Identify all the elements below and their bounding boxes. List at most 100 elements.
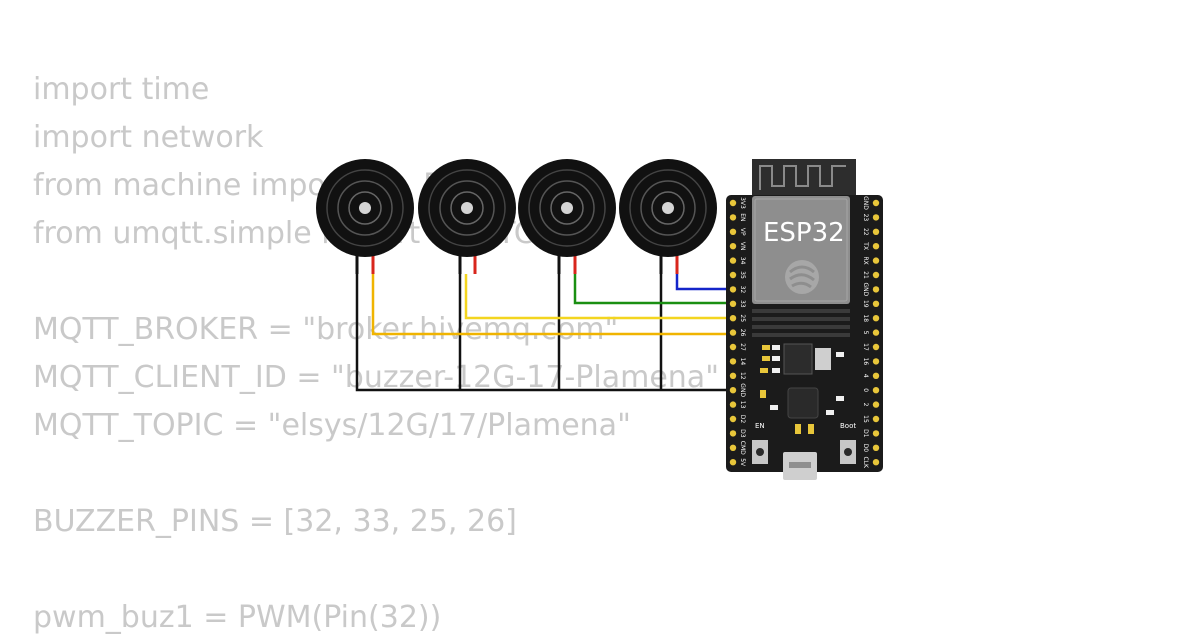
pin-label-left: 3V3 bbox=[739, 197, 746, 209]
pin-pad-right[interactable] bbox=[872, 286, 880, 293]
buzzer-1[interactable] bbox=[316, 159, 414, 274]
pin-pad-left[interactable] bbox=[729, 214, 737, 221]
pin-label-left: 13 bbox=[739, 401, 746, 409]
wire-buzzer1-signal[interactable] bbox=[371, 274, 733, 336]
pin-label-right: 4 bbox=[862, 374, 869, 378]
pin-pad-right[interactable] bbox=[872, 243, 880, 250]
wire-ground[interactable] bbox=[355, 258, 733, 392]
code-line: MQTT_TOPIC = "elsys/12G/17/Plamena" bbox=[33, 408, 631, 443]
pin-label-right: D1 bbox=[862, 429, 869, 438]
pin-label-left: CMD bbox=[739, 441, 746, 455]
pin-pad-left[interactable] bbox=[729, 401, 737, 408]
pin-label-right: 22 bbox=[862, 228, 869, 236]
code-line: BUZZER_PINS = [32, 33, 25, 26] bbox=[33, 504, 517, 539]
boot-button-label: Boot bbox=[840, 422, 856, 430]
pin-label-right: RX bbox=[862, 256, 869, 264]
pin-label-left: D2 bbox=[739, 415, 746, 424]
pin-pad-right[interactable] bbox=[872, 415, 880, 423]
pin-label-left: 26 bbox=[739, 329, 746, 337]
antenna-trace-icon bbox=[759, 165, 846, 190]
pin-label-right: 19 bbox=[862, 300, 869, 308]
pin-pad-left[interactable] bbox=[729, 199, 737, 207]
wire-buzzer3-signal[interactable] bbox=[573, 274, 733, 305]
pin-label-left: D3 bbox=[739, 429, 746, 438]
esp32-board[interactable]: ESP32 EN bbox=[726, 159, 883, 480]
pin-pad-left[interactable] bbox=[729, 343, 737, 351]
pin-label-left: 34 bbox=[739, 257, 746, 265]
pin-label-right: 2 bbox=[862, 403, 869, 407]
pin-pad-left[interactable] bbox=[729, 315, 737, 322]
wires bbox=[355, 258, 733, 392]
pin-pad-right[interactable] bbox=[872, 343, 880, 351]
pin-pad-left[interactable] bbox=[729, 329, 737, 336]
pin-label-left: 35 bbox=[739, 271, 746, 279]
pin-pad-left[interactable] bbox=[729, 415, 737, 423]
pin-pad-left[interactable] bbox=[729, 271, 737, 279]
pin-pad-right[interactable] bbox=[872, 214, 880, 221]
en-button-label: EN bbox=[755, 422, 765, 430]
pin-label-right: 23 bbox=[862, 214, 869, 222]
pin-label-right: D0 bbox=[862, 444, 869, 453]
pin-pad-right[interactable] bbox=[872, 271, 880, 279]
pin-pad-right[interactable] bbox=[872, 387, 880, 394]
code-line: pwm_buz1 = PWM(Pin(32)) bbox=[33, 600, 442, 635]
pin-pad-right[interactable] bbox=[872, 315, 880, 322]
pin-label-left: 33 bbox=[739, 300, 746, 308]
buzzer-4[interactable] bbox=[619, 159, 717, 274]
pin-pad-left[interactable] bbox=[729, 430, 737, 437]
pin-label-right: 18 bbox=[862, 314, 869, 322]
pin-label-right: TX bbox=[862, 241, 869, 250]
espressif-logo-icon bbox=[785, 260, 819, 294]
pin-pad-right[interactable] bbox=[872, 430, 880, 437]
pin-label-left: GND bbox=[739, 383, 746, 397]
pin-pad-left[interactable] bbox=[729, 372, 737, 379]
pin-label-left: 32 bbox=[739, 286, 746, 294]
pin-pad-right[interactable] bbox=[872, 459, 880, 466]
pin-label-left: 12 bbox=[739, 372, 746, 380]
pin-label-left: VN bbox=[739, 242, 746, 251]
pin-pad-right[interactable] bbox=[872, 228, 880, 235]
wire-buzzer2-signal[interactable] bbox=[464, 274, 733, 320]
pin-pad-right[interactable] bbox=[872, 329, 880, 336]
pin-pad-right[interactable] bbox=[872, 300, 880, 307]
pin-pad-left[interactable] bbox=[729, 286, 737, 293]
pin-pad-right[interactable] bbox=[872, 444, 880, 451]
pin-pad-right[interactable] bbox=[872, 257, 880, 264]
pin-label-left: 5V bbox=[739, 458, 746, 467]
buzzer-3[interactable] bbox=[518, 159, 616, 274]
pin-label-right: GND bbox=[862, 196, 869, 210]
pin-label-right: GND bbox=[862, 283, 869, 297]
pin-label-right: 0 bbox=[862, 388, 869, 392]
pin-label-left: 14 bbox=[739, 358, 746, 366]
pin-pad-right[interactable] bbox=[872, 401, 880, 408]
code-line: import time bbox=[33, 72, 210, 107]
pin-label-right: 17 bbox=[862, 343, 869, 351]
pin-pad-left[interactable] bbox=[729, 459, 737, 466]
pin-label-left: EN bbox=[739, 213, 746, 221]
pin-pad-left[interactable] bbox=[729, 300, 737, 307]
code-line: import network bbox=[33, 120, 264, 155]
pin-label-right: CLK bbox=[862, 456, 869, 469]
pin-label-left: 25 bbox=[739, 314, 746, 322]
en-button[interactable]: EN bbox=[752, 422, 768, 464]
pin-pad-left[interactable] bbox=[729, 444, 737, 451]
pin-pad-left[interactable] bbox=[729, 387, 737, 394]
pin-pad-left[interactable] bbox=[729, 358, 737, 365]
chip-label: ESP32 bbox=[763, 218, 845, 248]
pin-label-right: 21 bbox=[862, 271, 869, 279]
pin-pad-right[interactable] bbox=[872, 199, 880, 207]
buzzer-2[interactable] bbox=[418, 159, 516, 274]
pin-label-left: 27 bbox=[739, 343, 746, 351]
boot-button[interactable]: Boot bbox=[840, 422, 856, 464]
pin-pad-right[interactable] bbox=[872, 358, 880, 365]
pin-label-right: 16 bbox=[862, 358, 869, 366]
pin-label-right: 5 bbox=[862, 331, 869, 335]
pin-pad-left[interactable] bbox=[729, 257, 737, 264]
pin-pad-right[interactable] bbox=[872, 372, 880, 379]
wire-buzzer4-signal[interactable] bbox=[675, 274, 733, 291]
pin-pad-left[interactable] bbox=[729, 243, 737, 250]
pin-pad-left[interactable] bbox=[729, 228, 737, 235]
pin-label-left: VP bbox=[739, 228, 746, 236]
